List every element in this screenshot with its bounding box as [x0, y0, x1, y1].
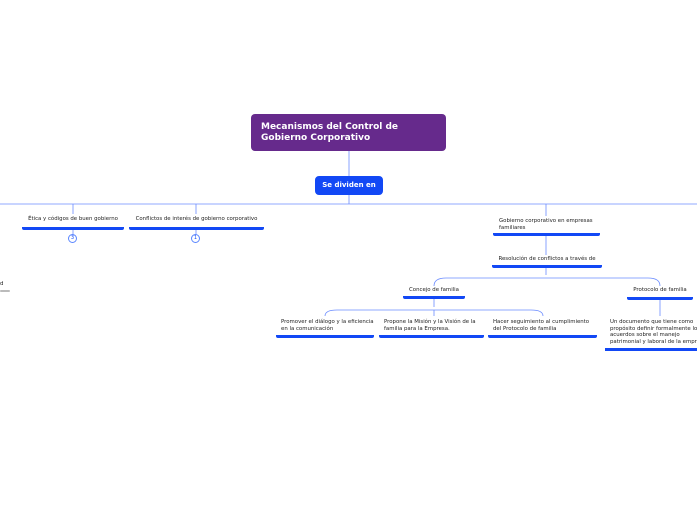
- topic-conflictos[interactable]: Conflictos de interés de gobierno corpor…: [129, 216, 264, 230]
- topic-etica-label: Ética y códigos de buen gobierno: [28, 216, 118, 222]
- topic-concejo-familia[interactable]: Concejo de familia: [403, 287, 465, 299]
- topic-dialogo-label: Promover el diálogo y la eficiencia en l…: [281, 319, 374, 332]
- connector-node[interactable]: Se dividen en: [315, 176, 383, 195]
- topic-dialogo-comunicacion[interactable]: Promover el diálogo y la eficiencia en l…: [276, 319, 374, 338]
- topic-resolucion-conflictos[interactable]: Resolución de conflictos a través de: [492, 256, 602, 268]
- topic-seguimiento-label: Hacer seguimiento al cumplimiento del Pr…: [493, 319, 590, 332]
- topic-gobierno-familiares[interactable]: Gobierno corporativo en empresas familia…: [493, 218, 600, 236]
- topic-gobierno-familiares-label: Gobierno corporativo en empresas familia…: [499, 218, 593, 231]
- connector-label: Se dividen en: [322, 181, 376, 189]
- topic-concejo-label: Concejo de familia: [409, 287, 459, 293]
- offscreen-topic-fragment: d: [0, 281, 4, 287]
- topic-mision-vision[interactable]: Propone la Misión y la Visión de la fami…: [379, 319, 484, 338]
- topic-etica[interactable]: Ética y códigos de buen gobierno: [22, 216, 124, 230]
- topic-resolucion-label: Resolución de conflictos a través de: [498, 256, 596, 262]
- offscreen-topic-underline: [0, 290, 10, 292]
- topic-protocolo-familia[interactable]: Protocolo de familia: [627, 287, 693, 300]
- topic-protocolo-descripcion[interactable]: Un documento que tiene como propósito de…: [605, 319, 697, 351]
- collapsed-count-badge[interactable]: 3: [68, 234, 77, 243]
- central-topic[interactable]: Mecanismos del Control de Gobierno Corpo…: [251, 114, 446, 151]
- central-topic-title: Mecanismos del Control de Gobierno Corpo…: [261, 122, 399, 143]
- topic-mision-label: Propone la Misión y la Visión de la fami…: [384, 319, 476, 332]
- collapsed-count-badge[interactable]: 1: [191, 234, 200, 243]
- topic-protocolo-label: Protocolo de familia: [633, 287, 687, 293]
- topic-protocolo-descripcion-label: Un documento que tiene como propósito de…: [610, 319, 697, 345]
- topic-conflictos-label: Conflictos de interés de gobierno corpor…: [135, 216, 258, 222]
- topic-seguimiento-protocolo[interactable]: Hacer seguimiento al cumplimiento del Pr…: [488, 319, 597, 338]
